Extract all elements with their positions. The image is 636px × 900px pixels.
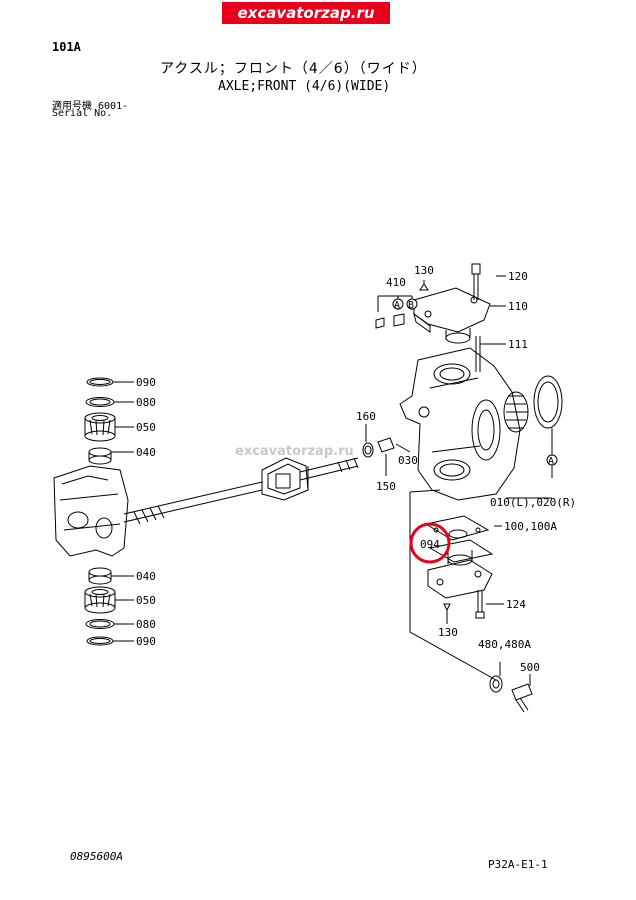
drawing-number: 0895600A — [70, 850, 123, 863]
label-110: 110 — [508, 300, 528, 313]
bolt-124 — [475, 590, 504, 619]
label-094: 094 — [420, 538, 440, 551]
bearing-stack-bottom — [84, 567, 116, 646]
label-040-top: 040 — [136, 446, 156, 459]
label-150: 150 — [376, 480, 396, 493]
top-bracket — [413, 287, 491, 344]
drive-shaft — [123, 457, 359, 525]
bolts-410 — [375, 295, 413, 329]
hub-flange — [503, 391, 529, 433]
gasket-094 — [424, 515, 494, 563]
label-090-top: 090 — [136, 376, 156, 389]
page-id: 101A — [52, 40, 81, 54]
bearing-stack-top — [84, 377, 116, 465]
label-111: 111 — [508, 338, 528, 351]
label-130-top: 130 — [414, 264, 434, 277]
grease-nipple-top — [419, 280, 429, 291]
grease-nipple-bottom — [443, 603, 451, 624]
site-banner-text: excavatorzap.ru — [237, 4, 375, 22]
label-090-bottom: 090 — [136, 635, 156, 648]
label-080-bottom: 080 — [136, 618, 156, 631]
bolt-120 — [471, 263, 481, 300]
label-a-ring: A — [548, 456, 554, 467]
watermark: excavatorzap.ru — [235, 444, 354, 459]
label-050-bottom: 050 — [136, 594, 156, 607]
title-japanese: アクスル；フロント（4／6）（ワイド） — [160, 61, 427, 77]
label-410: 410 — [386, 276, 406, 289]
label-124: 124 — [506, 598, 526, 611]
label-b: B — [408, 300, 414, 311]
bolt-111 — [475, 336, 506, 372]
assembly-frame-lines — [409, 275, 553, 681]
seal-and-bushing — [362, 424, 411, 476]
serial-label-jp: 適用号機 6001- — [52, 101, 129, 112]
callout-circle-a-ring — [546, 454, 558, 466]
washer-480 — [489, 662, 503, 693]
callout-circle-b — [406, 298, 418, 310]
label-040-bottom: 040 — [136, 570, 156, 583]
sheet-number: P32A-E1-1 — [488, 858, 548, 871]
bottom-bracket — [427, 550, 493, 599]
leader-lines-left — [111, 381, 134, 642]
callout-circle-a — [392, 298, 404, 310]
label-010-020: 010(L),020(R) — [490, 496, 576, 509]
universal-joint — [261, 457, 309, 501]
highlight-circle — [409, 522, 451, 564]
label-050-top: 050 — [136, 421, 156, 434]
label-100-100a: 100,100A — [504, 520, 557, 533]
label-a-top: A — [394, 300, 400, 311]
label-500: 500 — [520, 661, 540, 674]
serial-label-en: Serial No. — [52, 108, 113, 119]
axle-housing — [53, 465, 129, 557]
label-130-bottom: 130 — [438, 626, 458, 639]
label-120: 120 — [508, 270, 528, 283]
label-160: 160 — [356, 410, 376, 423]
bolt-500 — [511, 674, 533, 713]
label-080-top: 080 — [136, 396, 156, 409]
snap-ring — [533, 375, 563, 429]
title-english: AXLE;FRONT (4/6)(WIDE) — [218, 79, 391, 94]
site-banner[interactable]: excavatorzap.ru — [222, 2, 390, 24]
label-030: 030 — [398, 454, 418, 467]
steering-knuckle — [399, 347, 521, 501]
label-480-480a: 480,480A — [478, 638, 531, 651]
